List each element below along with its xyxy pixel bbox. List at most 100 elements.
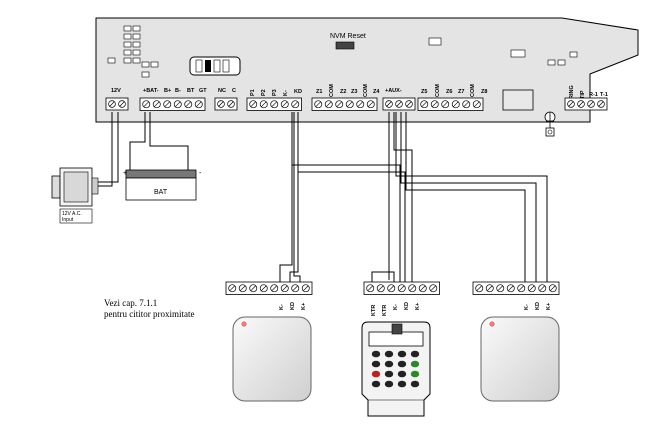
reader-right-label-k-minus: K-: [524, 304, 530, 310]
board-chips: [107, 25, 159, 78]
terminal-screw-slot: [326, 101, 332, 107]
terminal-label-com1: COM: [329, 84, 335, 97]
board-terminal-blocks: [105, 97, 608, 111]
terminal-screw-slot: [154, 101, 160, 107]
terminal-screw-slot: [430, 285, 436, 291]
terminal-label-bt: BT: [187, 88, 195, 94]
terminal-label-k-minus: K-: [283, 90, 289, 96]
keypad-key[interactable]: [371, 370, 381, 378]
terminal-screw-slot: [292, 285, 298, 291]
terminal-label-p1: P1: [250, 89, 256, 96]
reference-note-line2: pentru cititor proximitate: [104, 309, 195, 319]
terminal-strip-middle: [363, 281, 440, 295]
terminal-screw-slot: [250, 101, 256, 107]
terminal-screw-slot: [474, 101, 480, 107]
keypad-key[interactable]: [371, 360, 381, 368]
transformer-label-line2: Input: [62, 217, 74, 223]
terminal-screw-slot: [539, 285, 545, 291]
control-panel-board: NVM Reset 12V +BAT- B+ B- BT GT NC C +AU…: [95, 17, 639, 137]
terminal-screw-slot: [378, 285, 384, 291]
keypad-key[interactable]: [397, 370, 407, 378]
terminal-label-z2: Z2: [340, 89, 346, 95]
reader-middle-label-ktr2: KTR: [382, 305, 388, 316]
keypad-key[interactable]: [410, 380, 420, 388]
terminal-screw-slot: [588, 101, 594, 107]
terminal-screw-slot: [432, 101, 438, 107]
terminal-screw-slot: [396, 101, 402, 107]
terminal-label-p3: P3: [272, 89, 278, 96]
reader-right-label-k-plus: K+: [546, 303, 552, 310]
terminal-screw-slot: [218, 101, 224, 107]
keypad-keys: [371, 350, 420, 388]
keypad-key[interactable]: [410, 350, 420, 358]
terminal-label-com4: COM: [470, 84, 476, 97]
terminal-screw-slot: [271, 285, 277, 291]
keypad-key[interactable]: [384, 350, 394, 358]
terminal-screw-slot: [409, 285, 415, 291]
terminal-block-nc: [214, 97, 238, 111]
terminal-label-z7: Z7: [458, 89, 464, 95]
terminal-screw-slot: [336, 101, 342, 107]
board-relay: [502, 89, 534, 111]
terminal-screw-slot: [315, 101, 321, 107]
reader-right-label-kd: KD: [535, 302, 541, 310]
terminal-screw-slot: [421, 101, 427, 107]
terminal-screw-slot: [388, 285, 394, 291]
terminal-screw-slot: [109, 101, 115, 107]
keypad-key[interactable]: [397, 380, 407, 388]
keypad-key[interactable]: [410, 360, 420, 368]
terminal-screw-slot: [476, 285, 482, 291]
terminal-screw-slot: [578, 101, 584, 107]
keypad-key[interactable]: [397, 350, 407, 358]
board-connector: [189, 56, 241, 76]
transformer: 12V A.C. Input: [51, 167, 99, 224]
keypad-key[interactable]: [410, 370, 420, 378]
terminal-strip-left: [225, 281, 313, 295]
terminal-screw-slot: [442, 101, 448, 107]
terminal-label-kd: KD: [294, 89, 302, 95]
terminal-screw-slot: [357, 101, 363, 107]
terminal-label-r1: R-1: [589, 92, 598, 98]
terminal-screw-slot: [261, 285, 267, 291]
keypad-key[interactable]: [384, 370, 394, 378]
terminal-screw-slot: [568, 101, 574, 107]
terminal-screw-slot: [347, 101, 353, 107]
keypad-key[interactable]: [371, 350, 381, 358]
transformer-label-line1: 12V A.C.: [62, 211, 82, 217]
terminal-screw-slot: [175, 101, 181, 107]
terminal-screw-slot: [508, 285, 514, 291]
terminal-block-aux: [382, 97, 416, 111]
proximity-reader-left: [232, 316, 312, 402]
terminal-screw-slot: [240, 285, 246, 291]
terminal-block-12v: [105, 97, 129, 111]
keypad-key[interactable]: [397, 360, 407, 368]
reader-middle-label-kd: KD: [404, 302, 410, 310]
wiring: [98, 112, 548, 282]
battery: BAT + -: [123, 169, 202, 201]
keypad-key[interactable]: [384, 380, 394, 388]
terminal-screw-slot: [399, 285, 405, 291]
keypad-key[interactable]: [371, 380, 381, 388]
terminal-screw-slot: [228, 101, 234, 107]
nvm-reset-jumper[interactable]: [335, 41, 355, 50]
terminal-label-c: C: [232, 88, 236, 94]
terminal-label-nc: NC: [218, 88, 226, 94]
terminal-screw-slot: [453, 101, 459, 107]
terminal-block-battery: [139, 97, 206, 111]
terminal-screw-slot: [185, 101, 191, 107]
terminal-screw-slot: [386, 101, 392, 107]
terminal-label-bat: +BAT-: [143, 88, 159, 94]
battery-label: BAT: [154, 189, 168, 196]
terminal-label-p2: P2: [261, 89, 267, 96]
reference-note-line1: Vezi cap. 7.1.1: [104, 298, 158, 308]
keypad-key[interactable]: [384, 360, 394, 368]
board-chips-right: [547, 51, 578, 66]
terminal-screw-slot: [196, 101, 202, 107]
reader-middle-label-k-minus: K-: [393, 304, 399, 310]
terminal-screw-slot: [119, 101, 125, 107]
terminal-strip-right: [472, 281, 560, 295]
terminal-label-12v: 12V: [111, 88, 121, 94]
terminal-screw-slot: [420, 285, 426, 291]
terminal-screw-slot: [271, 101, 277, 107]
